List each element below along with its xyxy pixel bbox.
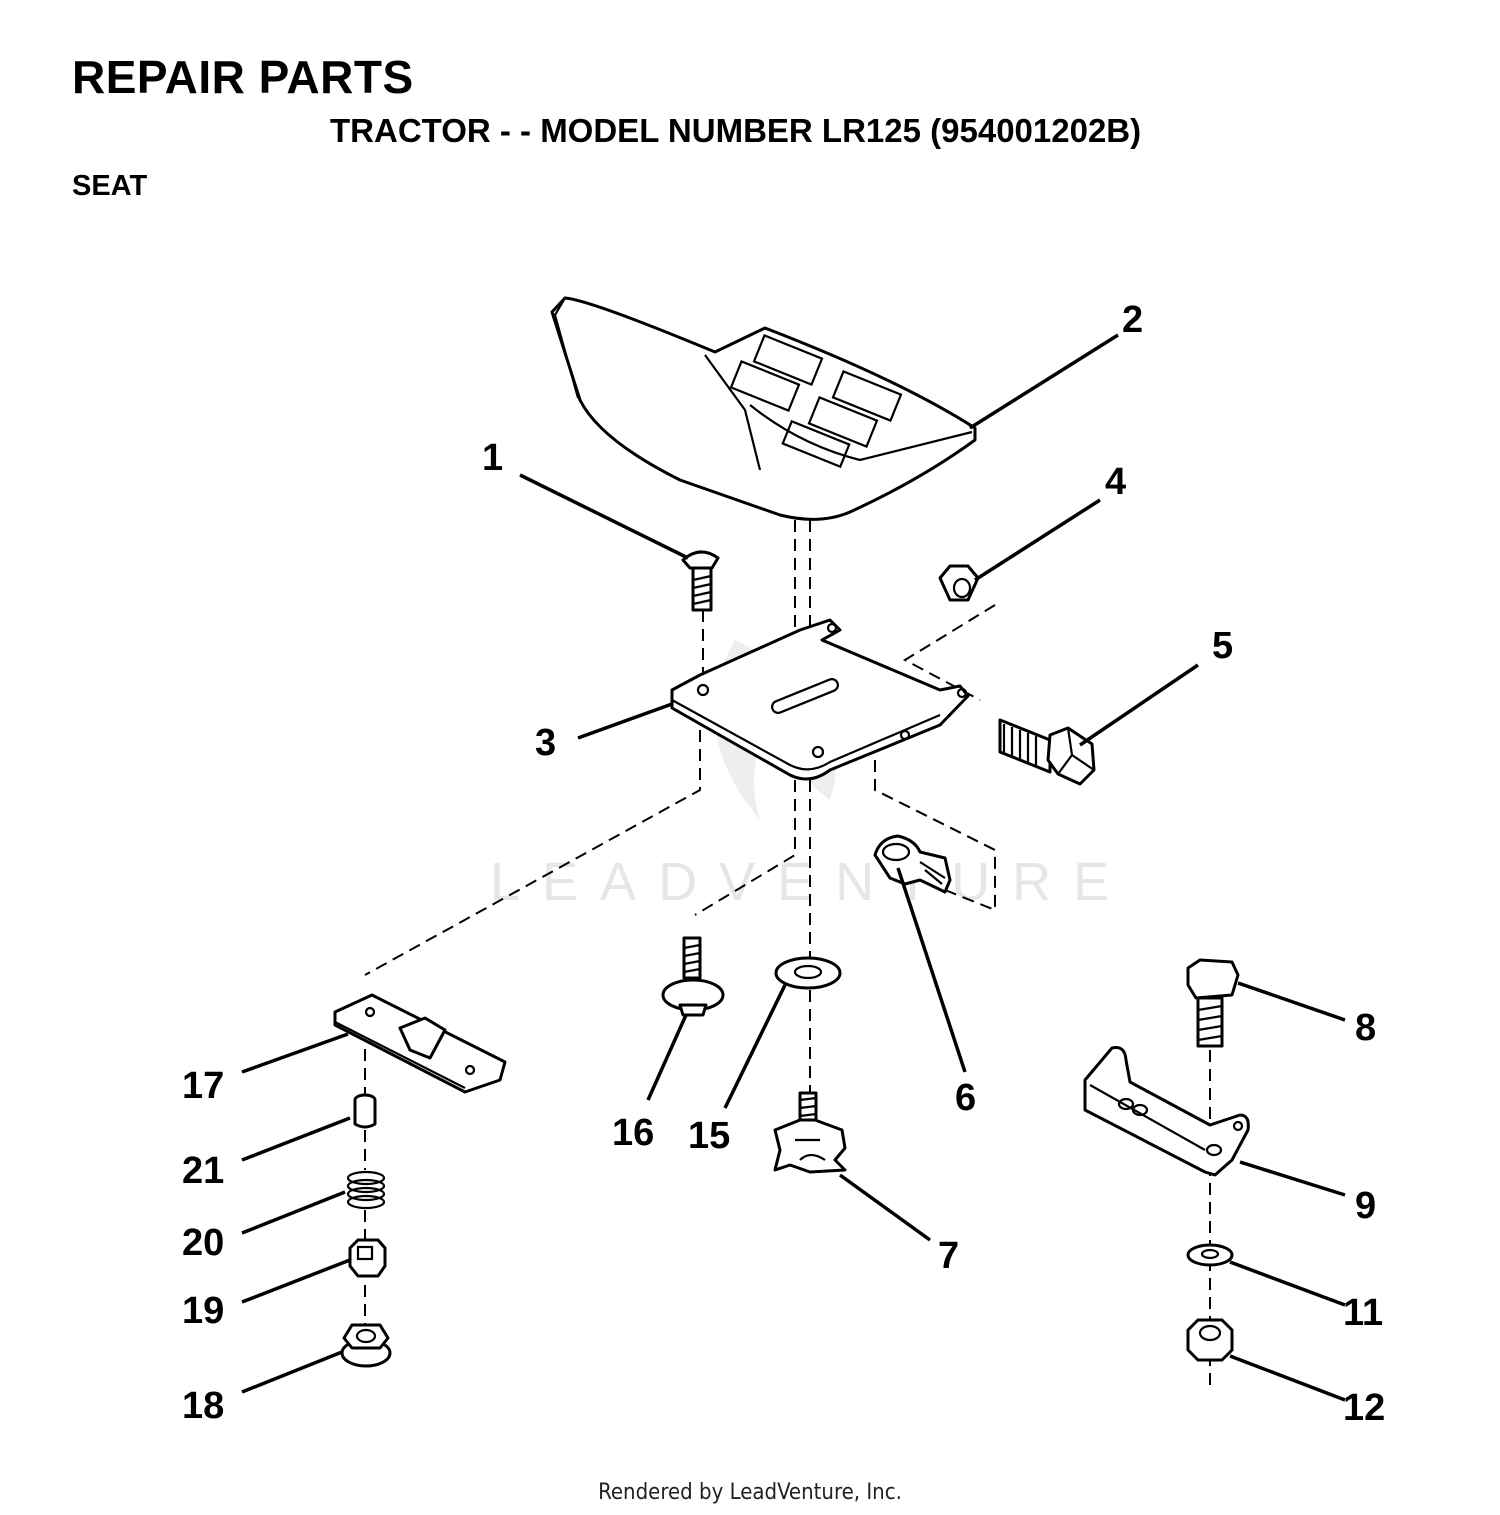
callout-21: 21 [182, 1150, 224, 1192]
callout-11: 11 [1343, 1292, 1383, 1334]
callout-15: 15 [688, 1115, 730, 1157]
carriage-bolt [681, 550, 720, 612]
knob-nut [348, 1238, 387, 1278]
section-label: SEAT [72, 170, 148, 202]
callout-17: 17 [182, 1065, 224, 1107]
seat-pan [550, 296, 977, 521]
parts-diagram: LEADVENTURE [182, 296, 1385, 1429]
lock-nut [1186, 1318, 1234, 1362]
page-title: REPAIR PARTS [72, 51, 414, 103]
callout-5: 5 [1212, 625, 1233, 667]
callout-18: 18 [182, 1385, 224, 1427]
hex-bolt [998, 718, 1096, 786]
seat-clip [873, 834, 952, 894]
watermark-text: LEADVENTURE [490, 852, 1131, 912]
shoulder-bolt [661, 936, 725, 1017]
assembly-lines [364, 520, 1211, 1385]
lock-washer [1186, 1243, 1234, 1267]
callout-1: 1 [482, 437, 503, 479]
seat-plate [670, 618, 970, 781]
seat-bracket [1083, 1046, 1250, 1177]
latch-plate [333, 993, 507, 1094]
callout-20: 20 [182, 1222, 224, 1264]
hex-nut [938, 564, 980, 602]
latch-pin [353, 1093, 377, 1129]
footer-credit: Rendered by LeadVenture, Inc. [598, 1480, 902, 1505]
callout-numbers: 1 2 3 4 5 6 7 8 9 11 12 15 16 17 18 19 2… [182, 299, 1385, 1429]
callout-7: 7 [938, 1235, 959, 1277]
callout-6: 6 [955, 1077, 976, 1119]
callout-2: 2 [1122, 299, 1143, 341]
model-subtitle: TRACTOR - - MODEL NUMBER LR125 (95400120… [330, 112, 1142, 149]
adjustment-knob [773, 1091, 847, 1174]
callout-8: 8 [1355, 1007, 1376, 1049]
callout-3: 3 [535, 722, 556, 764]
callout-16: 16 [612, 1112, 654, 1154]
cap-screw [1186, 958, 1240, 1048]
flat-washer [774, 956, 842, 990]
flange-nut [340, 1323, 392, 1368]
callout-4: 4 [1105, 461, 1126, 503]
compression-spring [346, 1170, 386, 1210]
callout-9: 9 [1355, 1185, 1376, 1227]
callout-12: 12 [1343, 1387, 1385, 1429]
callout-19: 19 [182, 1290, 224, 1332]
leader-lines [241, 333, 1346, 1402]
